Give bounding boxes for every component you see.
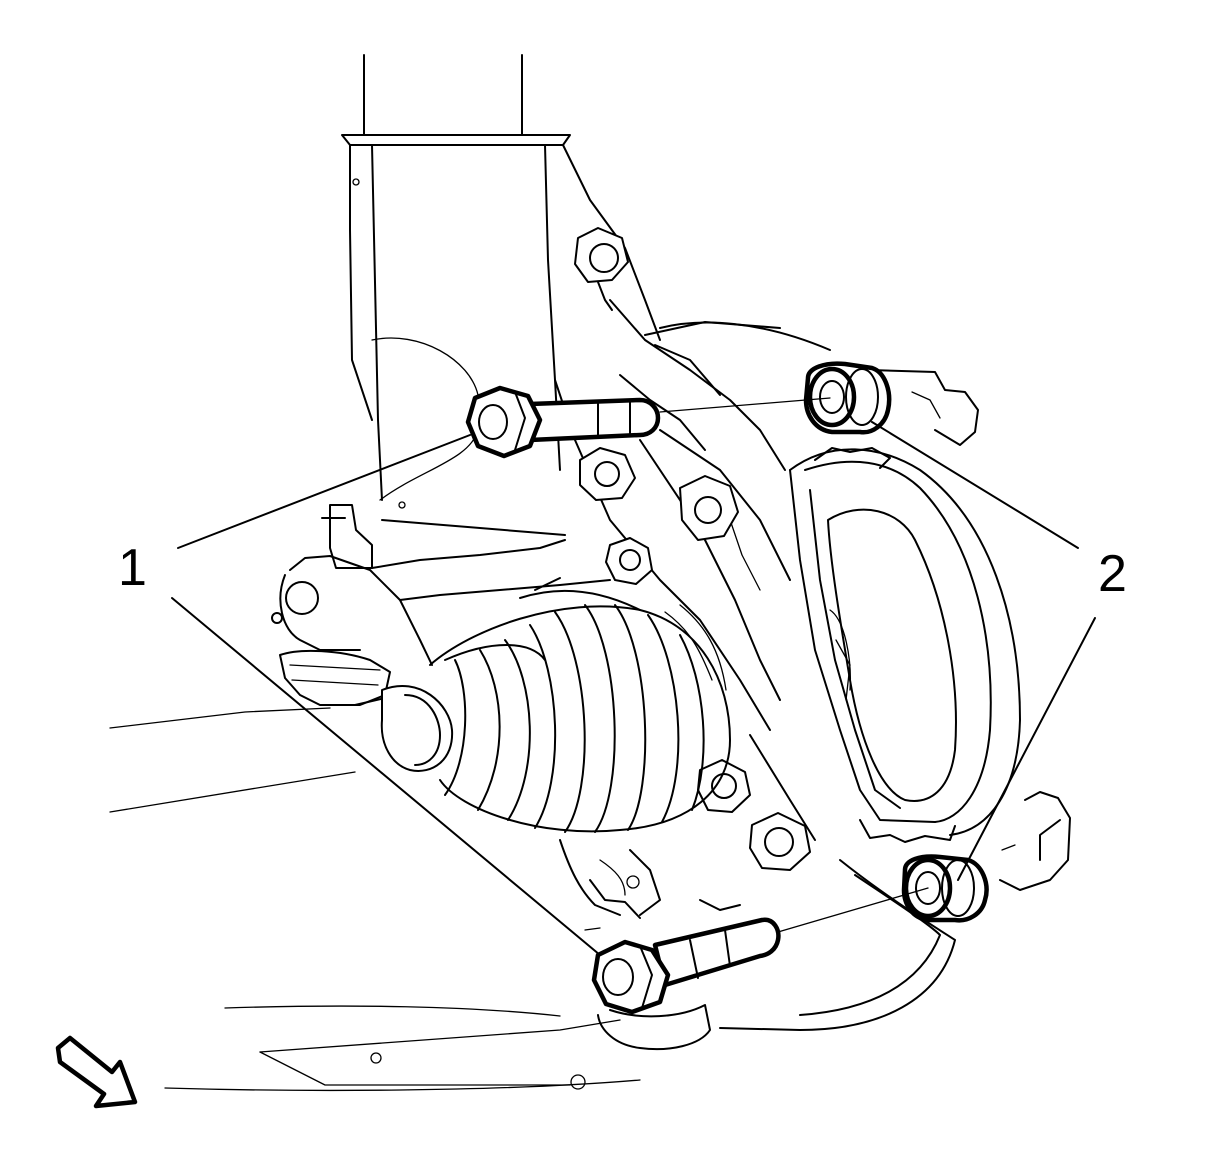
- lower-control-arm: [271, 504, 611, 706]
- front-direction-arrow-icon: [55, 1035, 138, 1109]
- callout-label-2: 2: [1098, 545, 1127, 603]
- upper-guide-pin-bolt: [465, 385, 661, 459]
- steering-knuckle: [554, 299, 831, 841]
- upper-guide-bushing: [803, 361, 892, 435]
- knuckle-bolts: [579, 447, 811, 871]
- lower-guide-pin-bolt: [591, 917, 781, 1051]
- knuckle-upper-bolt: [574, 227, 629, 311]
- cv-axle-boot: [354, 577, 731, 833]
- underbody-lines: [109, 707, 641, 1092]
- callout-leaders: [171, 421, 1096, 956]
- knuckle-lower: [559, 839, 741, 931]
- lower-guide-bushing: [901, 854, 989, 923]
- alignment-lines: [659, 397, 929, 933]
- callout-label-1: 1: [118, 539, 147, 597]
